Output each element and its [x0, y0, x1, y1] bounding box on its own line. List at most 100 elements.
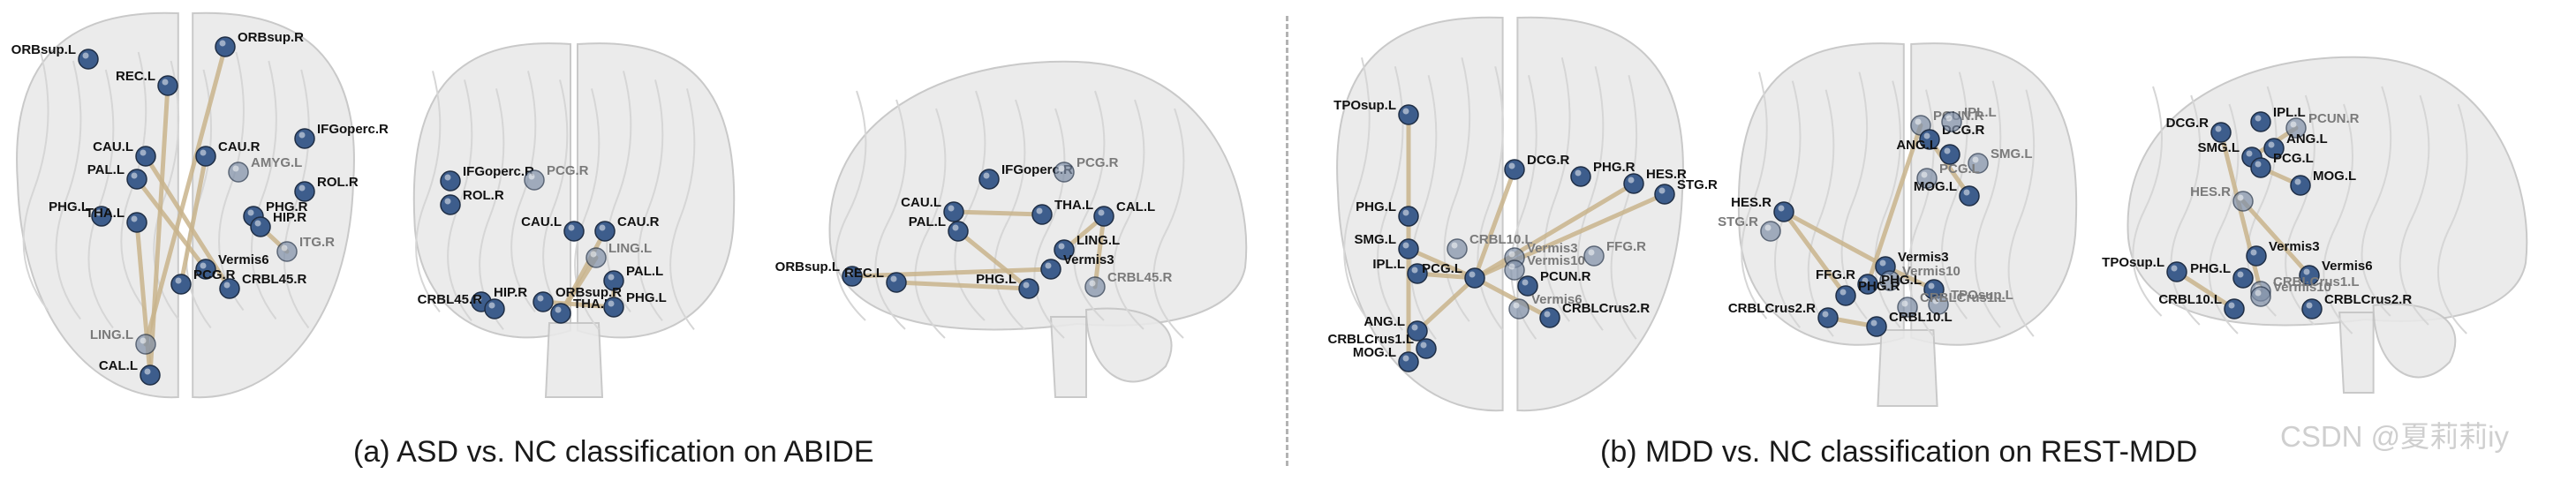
- brain-region-node: [1866, 316, 1887, 337]
- node-highlight: [2237, 194, 2244, 201]
- node-highlight: [1921, 171, 1928, 178]
- node-highlight: [2268, 141, 2275, 148]
- node-highlight: [1023, 282, 1030, 289]
- node-highlight: [1402, 108, 1409, 115]
- node-highlight: [948, 205, 955, 212]
- brain-region-node: [2232, 267, 2254, 289]
- node-highlight: [2246, 150, 2253, 157]
- node-highlight: [1628, 177, 1635, 184]
- node-highlight: [219, 40, 226, 47]
- brain-region-node: [1084, 276, 1106, 297]
- region-label: LING.L: [1076, 233, 1120, 248]
- region-label: PCG.R: [193, 267, 236, 282]
- node-highlight: [1508, 263, 1515, 270]
- region-label: CRBL45.R: [418, 292, 483, 307]
- region-label: TPOsup.L: [1951, 288, 2013, 303]
- node-highlight: [590, 251, 597, 258]
- node-highlight: [952, 224, 959, 231]
- node-highlight: [1944, 147, 1951, 154]
- panel-mdd-coronal: PCUN.RDCG.RIPL.LANG.LSMG.LPCG.LMOG.LHES.…: [1718, 42, 2078, 407]
- region-label: REC.L: [116, 69, 155, 84]
- node-highlight: [1915, 118, 1922, 125]
- node-highlight: [1862, 277, 1869, 284]
- brain-region-node: [2290, 175, 2311, 196]
- region-label: CAU.L: [93, 139, 133, 154]
- node-highlight: [1411, 324, 1418, 331]
- region-label: FFG.R: [1606, 239, 1646, 254]
- node-highlight: [223, 282, 230, 289]
- brain-region-node: [440, 170, 461, 192]
- connection-edge: [1406, 246, 1477, 281]
- node-highlight: [144, 368, 151, 375]
- region-label: PAL.L: [909, 214, 946, 229]
- caption-mdd: (b) MDD vs. NC classification on REST-MD…: [1600, 435, 2198, 469]
- brain-region-node: [1773, 201, 1794, 222]
- brain-region-node: [126, 212, 147, 233]
- watermark: CSDN @夏莉莉iy: [2280, 420, 2510, 453]
- region-label: CRBLCrus1.L: [1920, 290, 2006, 305]
- region-label: IFGoperc.R: [463, 164, 534, 179]
- region-label: Vermis3: [2269, 239, 2320, 254]
- node-highlight: [2255, 161, 2262, 168]
- node-highlight: [1945, 115, 1953, 122]
- region-label: ORBsup.L: [775, 259, 840, 274]
- region-label: PCG.R: [1076, 155, 1119, 170]
- node-highlight: [140, 337, 147, 344]
- region-label: PCUN.R: [2308, 111, 2360, 126]
- brain-region-node: [2246, 245, 2267, 267]
- node-highlight: [1764, 224, 1771, 231]
- brain-region-node: [157, 75, 178, 96]
- brain-outline: [828, 60, 1248, 398]
- node-highlight: [983, 172, 990, 179]
- brain-region-node: [1398, 238, 1419, 259]
- region-label: Vermis6: [1531, 292, 1583, 307]
- node-highlight: [1923, 132, 1930, 139]
- brain-region-node: [170, 274, 192, 295]
- node-highlight: [444, 198, 451, 205]
- brain-region-node: [135, 334, 156, 355]
- node-highlight: [890, 275, 897, 282]
- connection-edge: [2240, 199, 2312, 278]
- node-highlight: [254, 220, 261, 227]
- node-highlight: [2303, 268, 2310, 275]
- node-highlight: [1972, 156, 1979, 163]
- node-highlight: [1420, 342, 1427, 349]
- brain-outline: [412, 42, 736, 398]
- region-label: PAL.L: [626, 264, 663, 279]
- brain-region-node: [948, 221, 969, 242]
- brain-region-node: [1447, 238, 1468, 259]
- region-label: PHG.L: [976, 272, 1016, 287]
- region-label: ORBsup.R: [238, 30, 304, 45]
- node-highlight: [2306, 302, 2313, 309]
- region-label: PCUN.R: [1540, 269, 1591, 284]
- brain-outline: [1737, 42, 2078, 407]
- brain-region-node: [585, 247, 607, 268]
- brain-region-node: [219, 278, 240, 299]
- node-highlight: [82, 52, 89, 59]
- region-label: CAU.L: [901, 195, 941, 210]
- region-label: AMYG.L: [251, 155, 302, 170]
- node-highlight: [1402, 355, 1409, 362]
- connection-edge: [1781, 209, 1888, 269]
- region-label: ORBsup.L: [11, 42, 76, 57]
- brain-region-node: [2232, 191, 2254, 212]
- region-label: CRBLCrus1.L: [2273, 274, 2360, 289]
- region-label: CRBL10.L: [2158, 292, 2222, 307]
- region-label: Vermis10: [2273, 280, 2331, 295]
- region-label: Vermis6: [218, 252, 269, 267]
- brain-region-node: [126, 169, 147, 190]
- node-highlight: [1963, 189, 1970, 196]
- region-label: REC.L: [844, 266, 884, 281]
- node-highlight: [298, 132, 306, 139]
- brain-region-node: [1398, 206, 1419, 227]
- node-highlight: [1778, 205, 1785, 212]
- region-label: CAL.L: [99, 358, 138, 373]
- region-label: IPL.L: [1372, 257, 1405, 272]
- region-label: MOG.L: [1353, 345, 1396, 360]
- region-label: THA.L: [1054, 198, 1093, 213]
- node-highlight: [1402, 209, 1409, 216]
- brain-region-node: [1570, 166, 1591, 187]
- region-label: Vermis3: [1898, 250, 1949, 265]
- region-label: LING.L: [90, 327, 133, 342]
- brain-region-node: [594, 221, 616, 242]
